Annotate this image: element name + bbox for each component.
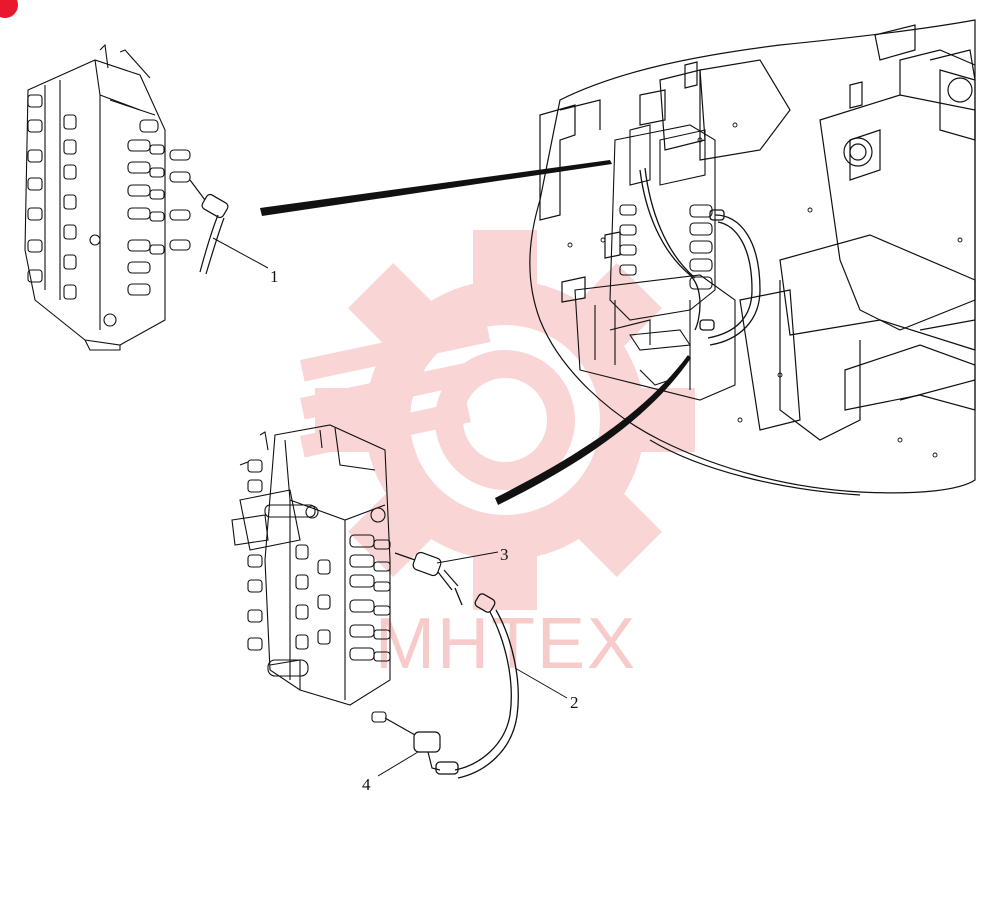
corner-badge <box>0 0 18 18</box>
machine-frame <box>529 19 976 496</box>
callout-4: 4 <box>362 751 419 794</box>
callout-1: 1 <box>212 237 279 286</box>
callout-2: 2 <box>514 667 579 712</box>
callout-label-4: 4 <box>362 775 371 794</box>
installed-harness <box>639 167 761 346</box>
control-valve-lower <box>231 424 391 723</box>
control-valve-upper <box>24 43 191 351</box>
pressure-sensor-3 <box>394 551 459 591</box>
callout-label-2: 2 <box>570 693 579 712</box>
installed-control-valve <box>574 124 736 401</box>
watermark-logo <box>300 230 695 610</box>
reference-lines <box>260 160 691 505</box>
watermark-text: МНТЕХ <box>375 604 637 684</box>
callout-label-1: 1 <box>270 267 279 286</box>
harness-2 <box>435 587 519 779</box>
callout-3: 3 <box>436 545 509 564</box>
pressure-sensor-4 <box>384 717 441 771</box>
pressure-sensor-1 <box>189 179 229 275</box>
callout-label-3: 3 <box>500 545 509 564</box>
